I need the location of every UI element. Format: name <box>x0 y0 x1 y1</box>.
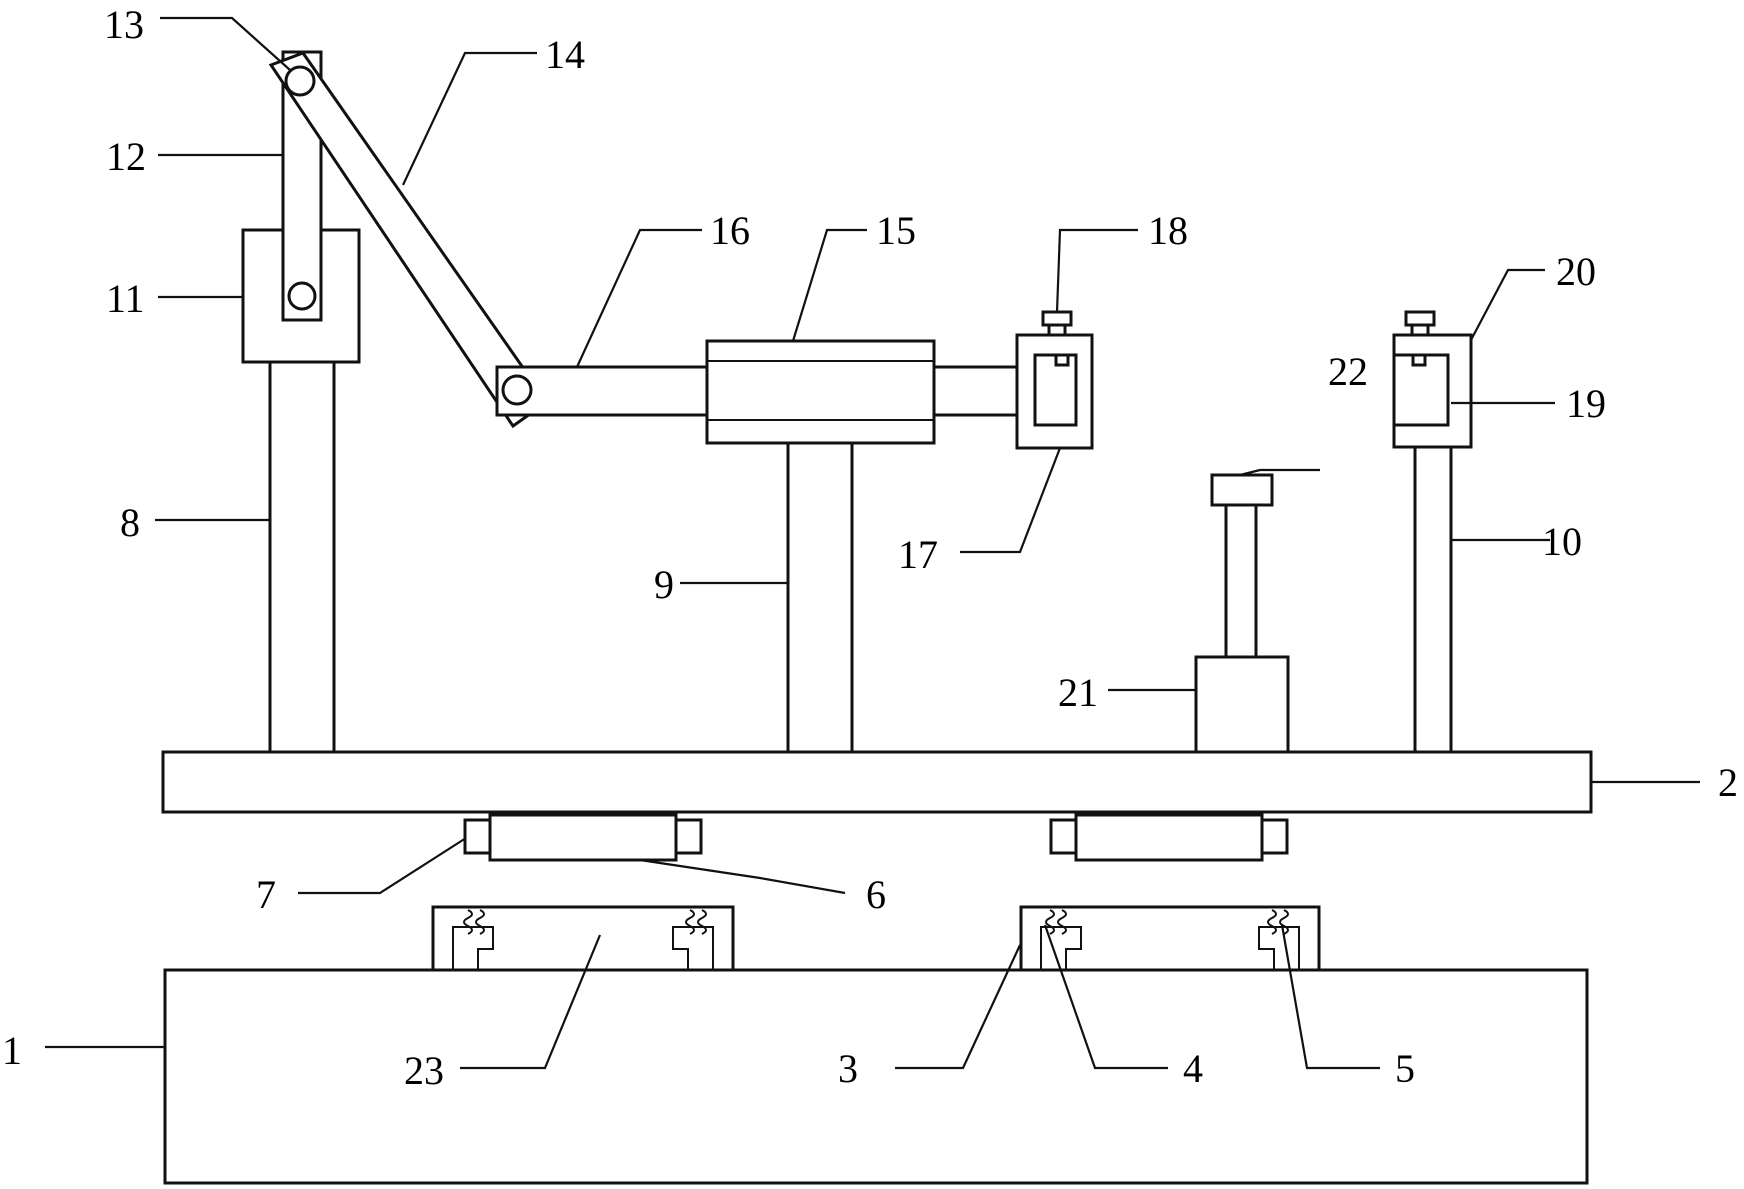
label-3: 3 <box>838 1046 858 1091</box>
label-12: 12 <box>106 134 146 179</box>
slider-right <box>1049 813 1289 862</box>
label-6: 6 <box>866 872 886 917</box>
middle-column <box>786 441 854 754</box>
movable-clamp <box>1015 310 1094 450</box>
label-2: 2 <box>1718 760 1738 805</box>
label-23: 23 <box>404 1048 444 1093</box>
label-1: 1 <box>2 1028 22 1073</box>
slider-left <box>463 813 703 862</box>
label-15: 15 <box>876 208 916 253</box>
label-17: 17 <box>898 532 938 577</box>
lower-pivot-pin <box>287 281 317 311</box>
upper-pivot-pin <box>284 65 316 97</box>
guide-sleeve <box>705 339 936 445</box>
label-11: 11 <box>106 276 145 321</box>
label-7: 7 <box>256 872 276 917</box>
label-4: 4 <box>1183 1046 1203 1091</box>
label-16: 16 <box>710 208 750 253</box>
base-block <box>163 968 1589 1185</box>
rail-seat-left <box>431 905 735 972</box>
label-13: 13 <box>104 2 144 47</box>
label-22: 22 <box>1328 349 1368 394</box>
label-9: 9 <box>654 562 674 607</box>
work-table <box>161 750 1593 814</box>
label-14: 14 <box>545 32 585 77</box>
label-10: 10 <box>1542 519 1582 564</box>
left-column <box>268 360 336 754</box>
rail-seat-right <box>1019 905 1321 972</box>
label-8: 8 <box>120 500 140 545</box>
label-21: 21 <box>1058 670 1098 715</box>
label-5: 5 <box>1395 1046 1415 1091</box>
fixed-clamp <box>1392 310 1473 449</box>
cylinder <box>1194 473 1290 754</box>
leader-lines <box>45 16 1700 1070</box>
label-19: 19 <box>1566 381 1606 426</box>
right-column <box>1413 445 1453 754</box>
rod-end-pin <box>501 374 533 406</box>
label-20: 20 <box>1556 249 1596 294</box>
label-18: 18 <box>1148 208 1188 253</box>
